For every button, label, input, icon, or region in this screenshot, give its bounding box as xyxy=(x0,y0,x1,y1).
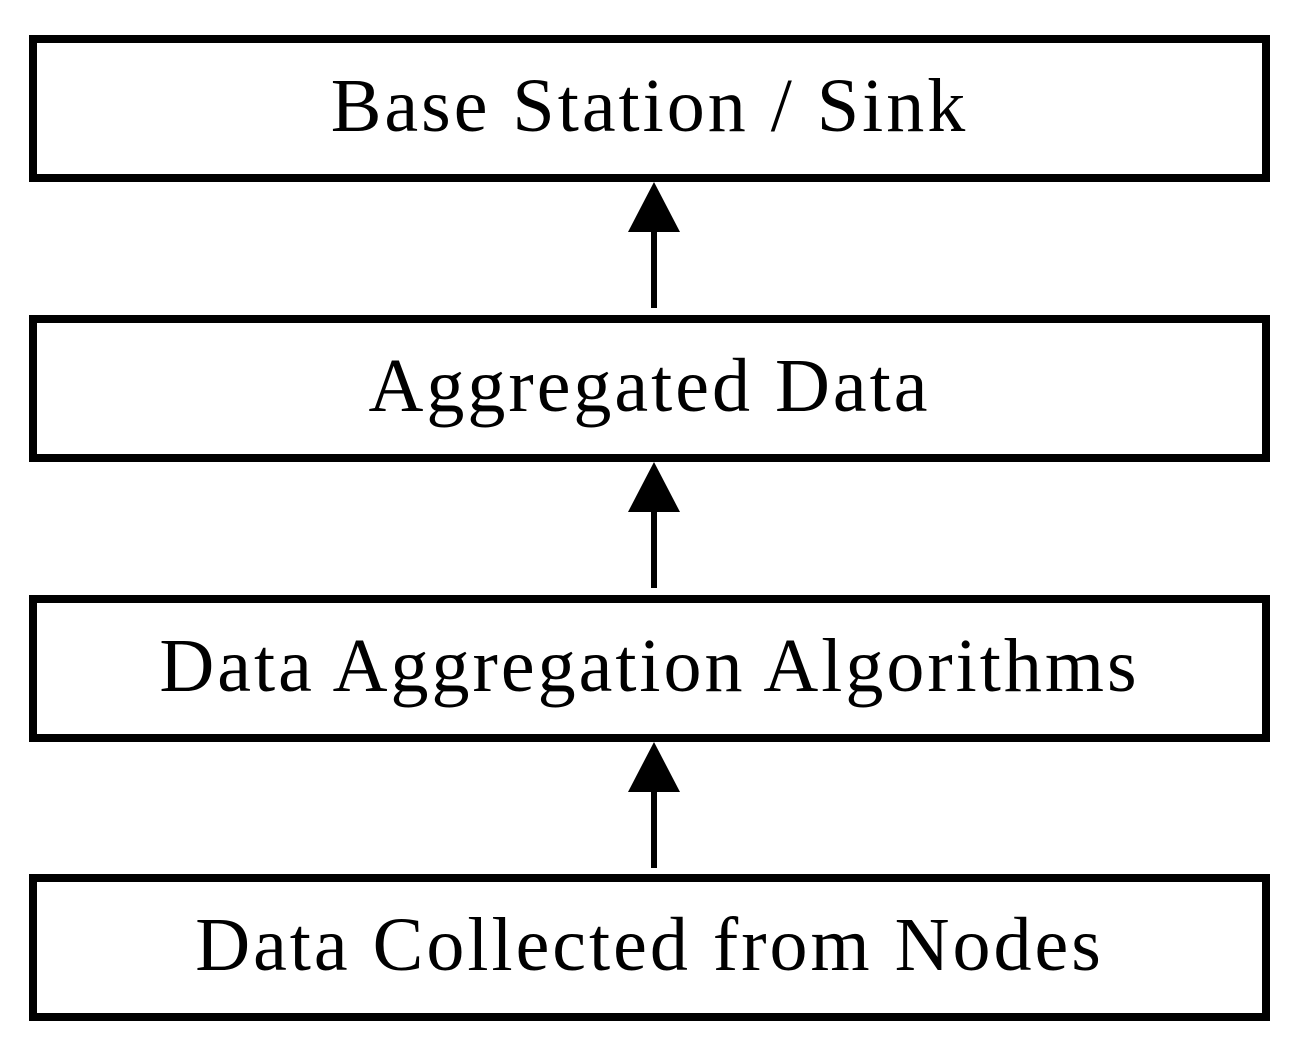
node-base-station-sink: Base Station / Sink xyxy=(29,35,1270,182)
up-arrow xyxy=(628,182,680,308)
node-label-data-aggregation-algorithms: Data Aggregation Algorithms xyxy=(159,623,1140,708)
arrow-head-icon xyxy=(628,462,680,512)
arrow-head-icon xyxy=(628,182,680,232)
arrow-shaft xyxy=(651,792,657,868)
node-data-aggregation-algorithms: Data Aggregation Algorithms xyxy=(29,595,1270,742)
up-arrow xyxy=(628,462,680,588)
node-label-aggregated-data: Aggregated Data xyxy=(368,343,931,428)
arrow-head-icon xyxy=(628,742,680,792)
arrow-shaft xyxy=(651,232,657,308)
arrow-shaft xyxy=(651,512,657,588)
node-label-base-station-sink: Base Station / Sink xyxy=(330,63,969,148)
node-aggregated-data: Aggregated Data xyxy=(29,315,1270,462)
node-data-collected-from-nodes: Data Collected from Nodes xyxy=(29,874,1270,1021)
node-label-data-collected-from-nodes: Data Collected from Nodes xyxy=(195,902,1104,987)
up-arrow xyxy=(628,742,680,868)
